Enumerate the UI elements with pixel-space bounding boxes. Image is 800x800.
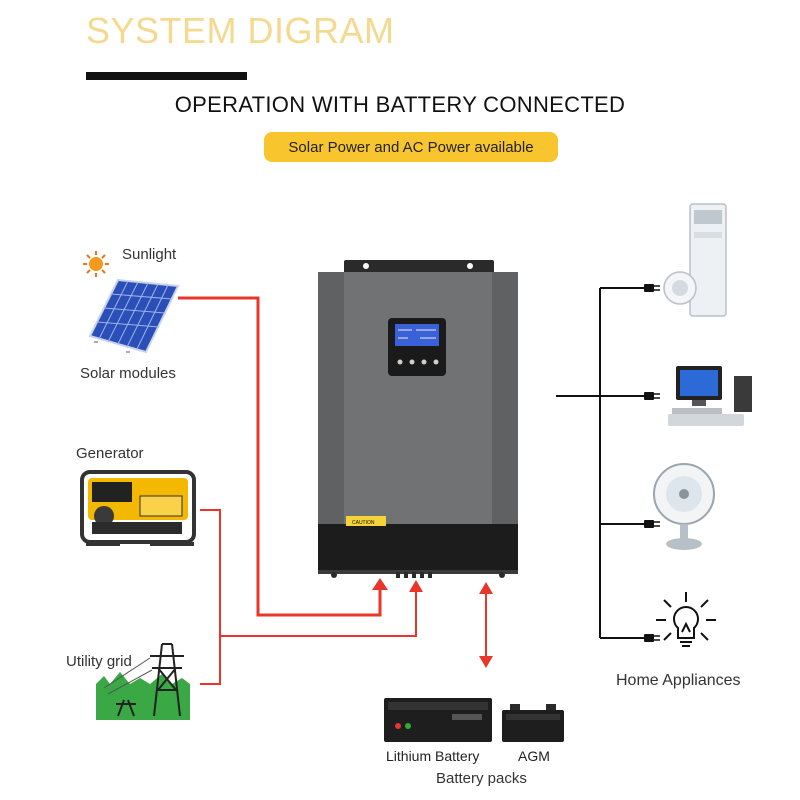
ac-wire-arrow xyxy=(409,580,423,592)
generator-wire xyxy=(200,509,417,685)
generator-label: Generator xyxy=(76,445,144,462)
status-badge: Solar Power and AC Power available xyxy=(264,132,558,162)
solar-wire xyxy=(178,296,382,617)
agm-battery-icon xyxy=(502,704,564,742)
output-wires xyxy=(556,287,650,639)
inverter-device xyxy=(318,260,518,578)
title-underline xyxy=(86,72,247,80)
battery-arrow-down xyxy=(479,656,493,668)
computer-icon xyxy=(668,366,752,426)
lithium-battery-label: Lithium Battery xyxy=(386,748,480,764)
diagram-subtitle: OPERATION WITH BATTERY CONNECTED xyxy=(174,92,626,117)
generator-icon xyxy=(80,470,196,546)
sunlight-label: Sunlight xyxy=(122,246,177,263)
utility-grid-label: Utility grid xyxy=(66,653,132,670)
plug-icons xyxy=(644,284,660,642)
home-appliances-label: Home Appliances xyxy=(616,672,741,689)
utility-grid-icon xyxy=(96,643,190,720)
caution-label: CAUTION xyxy=(352,520,375,526)
solar-modules-label: Solar modules xyxy=(80,365,176,382)
solar-wire-arrow xyxy=(372,578,388,590)
light-bulb-icon xyxy=(656,592,716,647)
battery-arrow-up xyxy=(479,582,493,594)
diagram-title: SYSTEM DIGRAM xyxy=(86,10,395,51)
solar-panel-icon xyxy=(88,278,180,354)
fan-icon xyxy=(653,463,715,550)
sun-icon xyxy=(83,251,109,277)
lithium-battery-icon xyxy=(384,698,492,742)
air-conditioner-icon xyxy=(663,203,727,317)
agm-label: AGM xyxy=(518,748,550,764)
battery-packs-label: Battery packs xyxy=(436,770,527,787)
